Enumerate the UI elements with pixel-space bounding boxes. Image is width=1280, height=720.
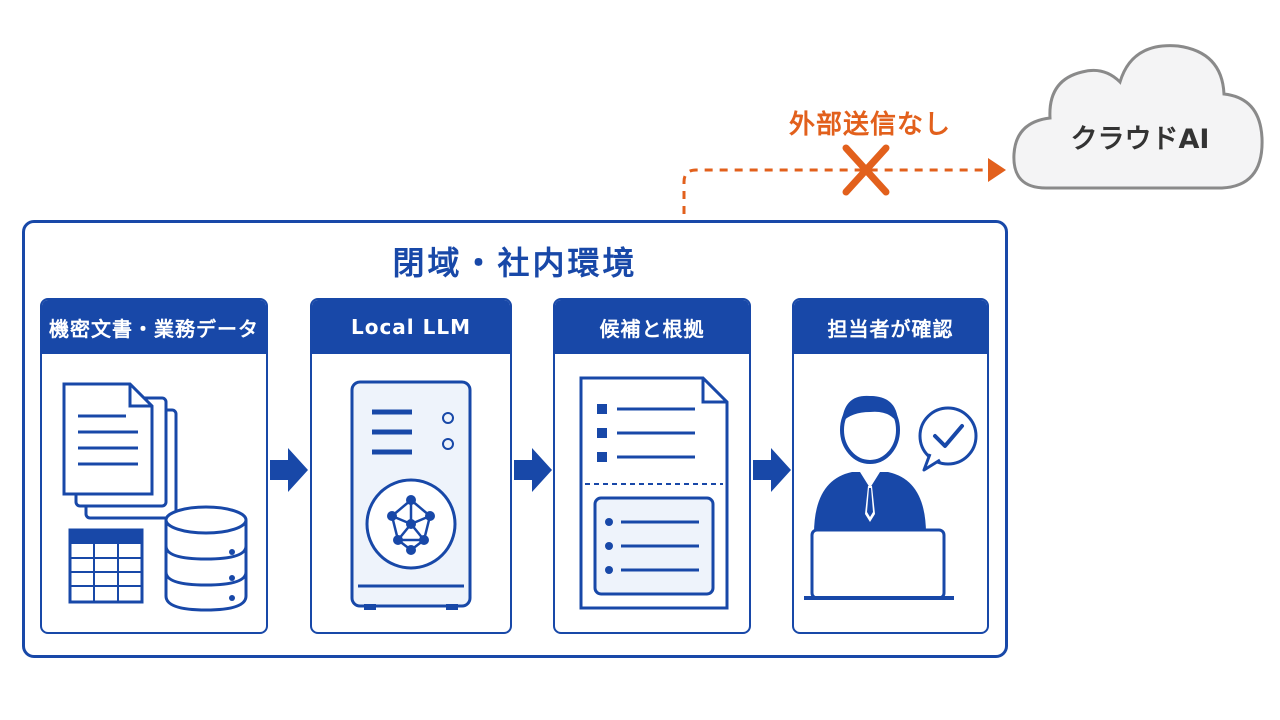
closed-network-zone — [22, 220, 1008, 658]
no-external-transmission-label: 外部送信なし — [788, 110, 951, 140]
person-icon — [814, 395, 926, 534]
cloud-icon — [1008, 26, 1270, 202]
step-local-llm: Local LLM — [310, 298, 512, 634]
step-title: 候補と根拠 — [555, 300, 749, 354]
database-icon — [164, 505, 248, 612]
check-bubble-icon — [918, 406, 978, 472]
network-icon — [365, 478, 457, 570]
blocked-connection-line — [682, 168, 990, 214]
connection-arrowhead-icon — [988, 158, 1006, 182]
documents-icon — [62, 382, 178, 520]
checklist-document-icon — [579, 376, 729, 610]
arrow-right-icon — [514, 448, 552, 492]
arrow-right-icon — [270, 448, 308, 492]
step-title: 機密文書・業務データ — [42, 300, 266, 354]
step-human-review: 担当者が確認 — [792, 298, 989, 634]
table-icon — [68, 528, 144, 604]
cloud-ai-label: クラウドAI — [1070, 124, 1210, 155]
step-title: Local LLM — [312, 300, 510, 354]
step-confidential-data: 機密文書・業務データ — [40, 298, 268, 634]
arrow-right-icon — [753, 448, 791, 492]
laptop-icon — [804, 528, 954, 600]
step-title: 担当者が確認 — [794, 300, 987, 354]
blocked-x-icon — [842, 144, 890, 196]
zone-title: 閉域・社内環境 — [392, 244, 638, 282]
step-candidates-evidence: 候補と根拠 — [553, 298, 751, 634]
